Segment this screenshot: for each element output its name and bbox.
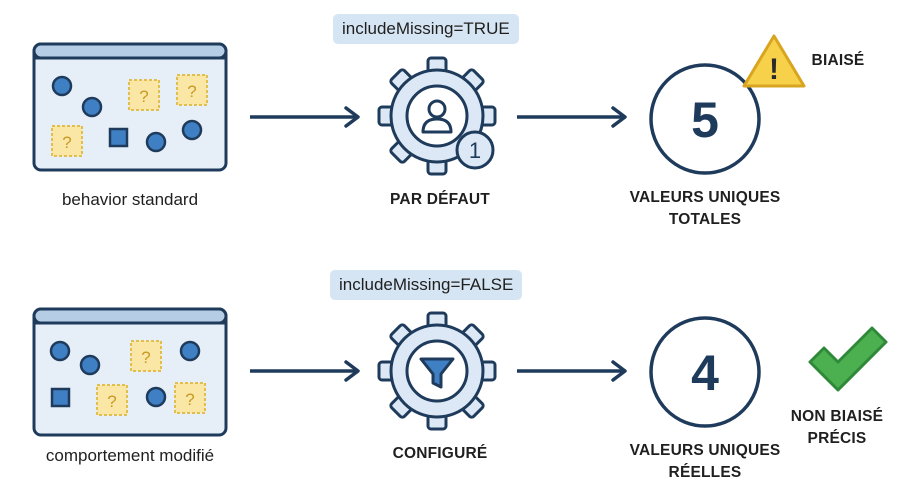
gear-user-icon: 1 <box>377 56 497 176</box>
verdict-label: BIAISÉ <box>811 52 865 69</box>
svg-text:?: ? <box>139 87 148 106</box>
process-label: CONFIGURÉ <box>392 445 488 462</box>
svg-text:?: ? <box>141 348 150 367</box>
missing-value-box: ? <box>174 382 206 414</box>
result-label-line: RÉELLES <box>668 464 742 481</box>
warning-icon: ! <box>742 34 806 88</box>
missing-value-box: ? <box>130 340 162 372</box>
verdict-label: NON BIAISÉ PRÉCIS <box>784 406 890 450</box>
verdict-label-line: NON BIAISÉ <box>790 408 884 425</box>
row-default: ? ? ? behavior standard includeMissing=T… <box>32 14 865 231</box>
svg-text:?: ? <box>187 82 196 101</box>
value-square <box>108 127 129 148</box>
missing-value-box: ? <box>128 79 160 111</box>
svg-text:1: 1 <box>469 138 481 163</box>
value-dot <box>145 386 167 408</box>
result-label-line: TOTALES <box>668 211 742 228</box>
value-dot <box>51 75 73 97</box>
source-label: behavior standard <box>61 190 199 209</box>
result-value: 5 <box>691 92 719 148</box>
value-dot <box>79 354 101 376</box>
value-dot <box>179 340 201 362</box>
arrow-right-icon <box>250 360 360 382</box>
parameter-tag: includeMissing=TRUE <box>333 14 519 44</box>
result-circle: 4 <box>649 316 761 428</box>
missing-value-box: ? <box>96 384 128 416</box>
verdict-label-line: PRÉCIS <box>807 430 867 447</box>
value-dot <box>49 340 71 362</box>
arrow-right-icon <box>517 106 627 128</box>
result-label: VALEURS UNIQUES TOTALES <box>615 187 795 231</box>
svg-text:?: ? <box>107 392 116 411</box>
missing-value-box: ? <box>51 125 83 157</box>
result-label: VALEURS UNIQUES RÉELLES <box>615 440 795 484</box>
dataset-panel-configured: ? ? ? <box>32 307 228 437</box>
dataset-panel-default: ? ? ? <box>32 42 228 172</box>
result-label-line: VALEURS UNIQUES <box>629 189 781 206</box>
gear-filter-icon <box>377 311 497 431</box>
checkmark-icon <box>808 326 888 392</box>
arrow-right-icon <box>250 106 360 128</box>
arrow-right-icon <box>517 360 627 382</box>
parameter-tag: includeMissing=FALSE <box>330 270 523 300</box>
value-square <box>50 387 71 408</box>
source-label: comportement modifié <box>45 446 215 465</box>
svg-text:?: ? <box>62 133 71 152</box>
value-dot <box>81 96 103 118</box>
process-label: PAR DÉFAUT <box>390 191 490 208</box>
result-value: 4 <box>691 345 719 401</box>
result-circle: 5 <box>649 63 761 175</box>
value-dot <box>145 131 167 153</box>
value-dot <box>181 119 203 141</box>
svg-text:?: ? <box>185 390 194 409</box>
result-label-line: VALEURS UNIQUES <box>629 442 781 459</box>
svg-text:!: ! <box>769 53 779 86</box>
missing-value-box: ? <box>176 74 208 106</box>
